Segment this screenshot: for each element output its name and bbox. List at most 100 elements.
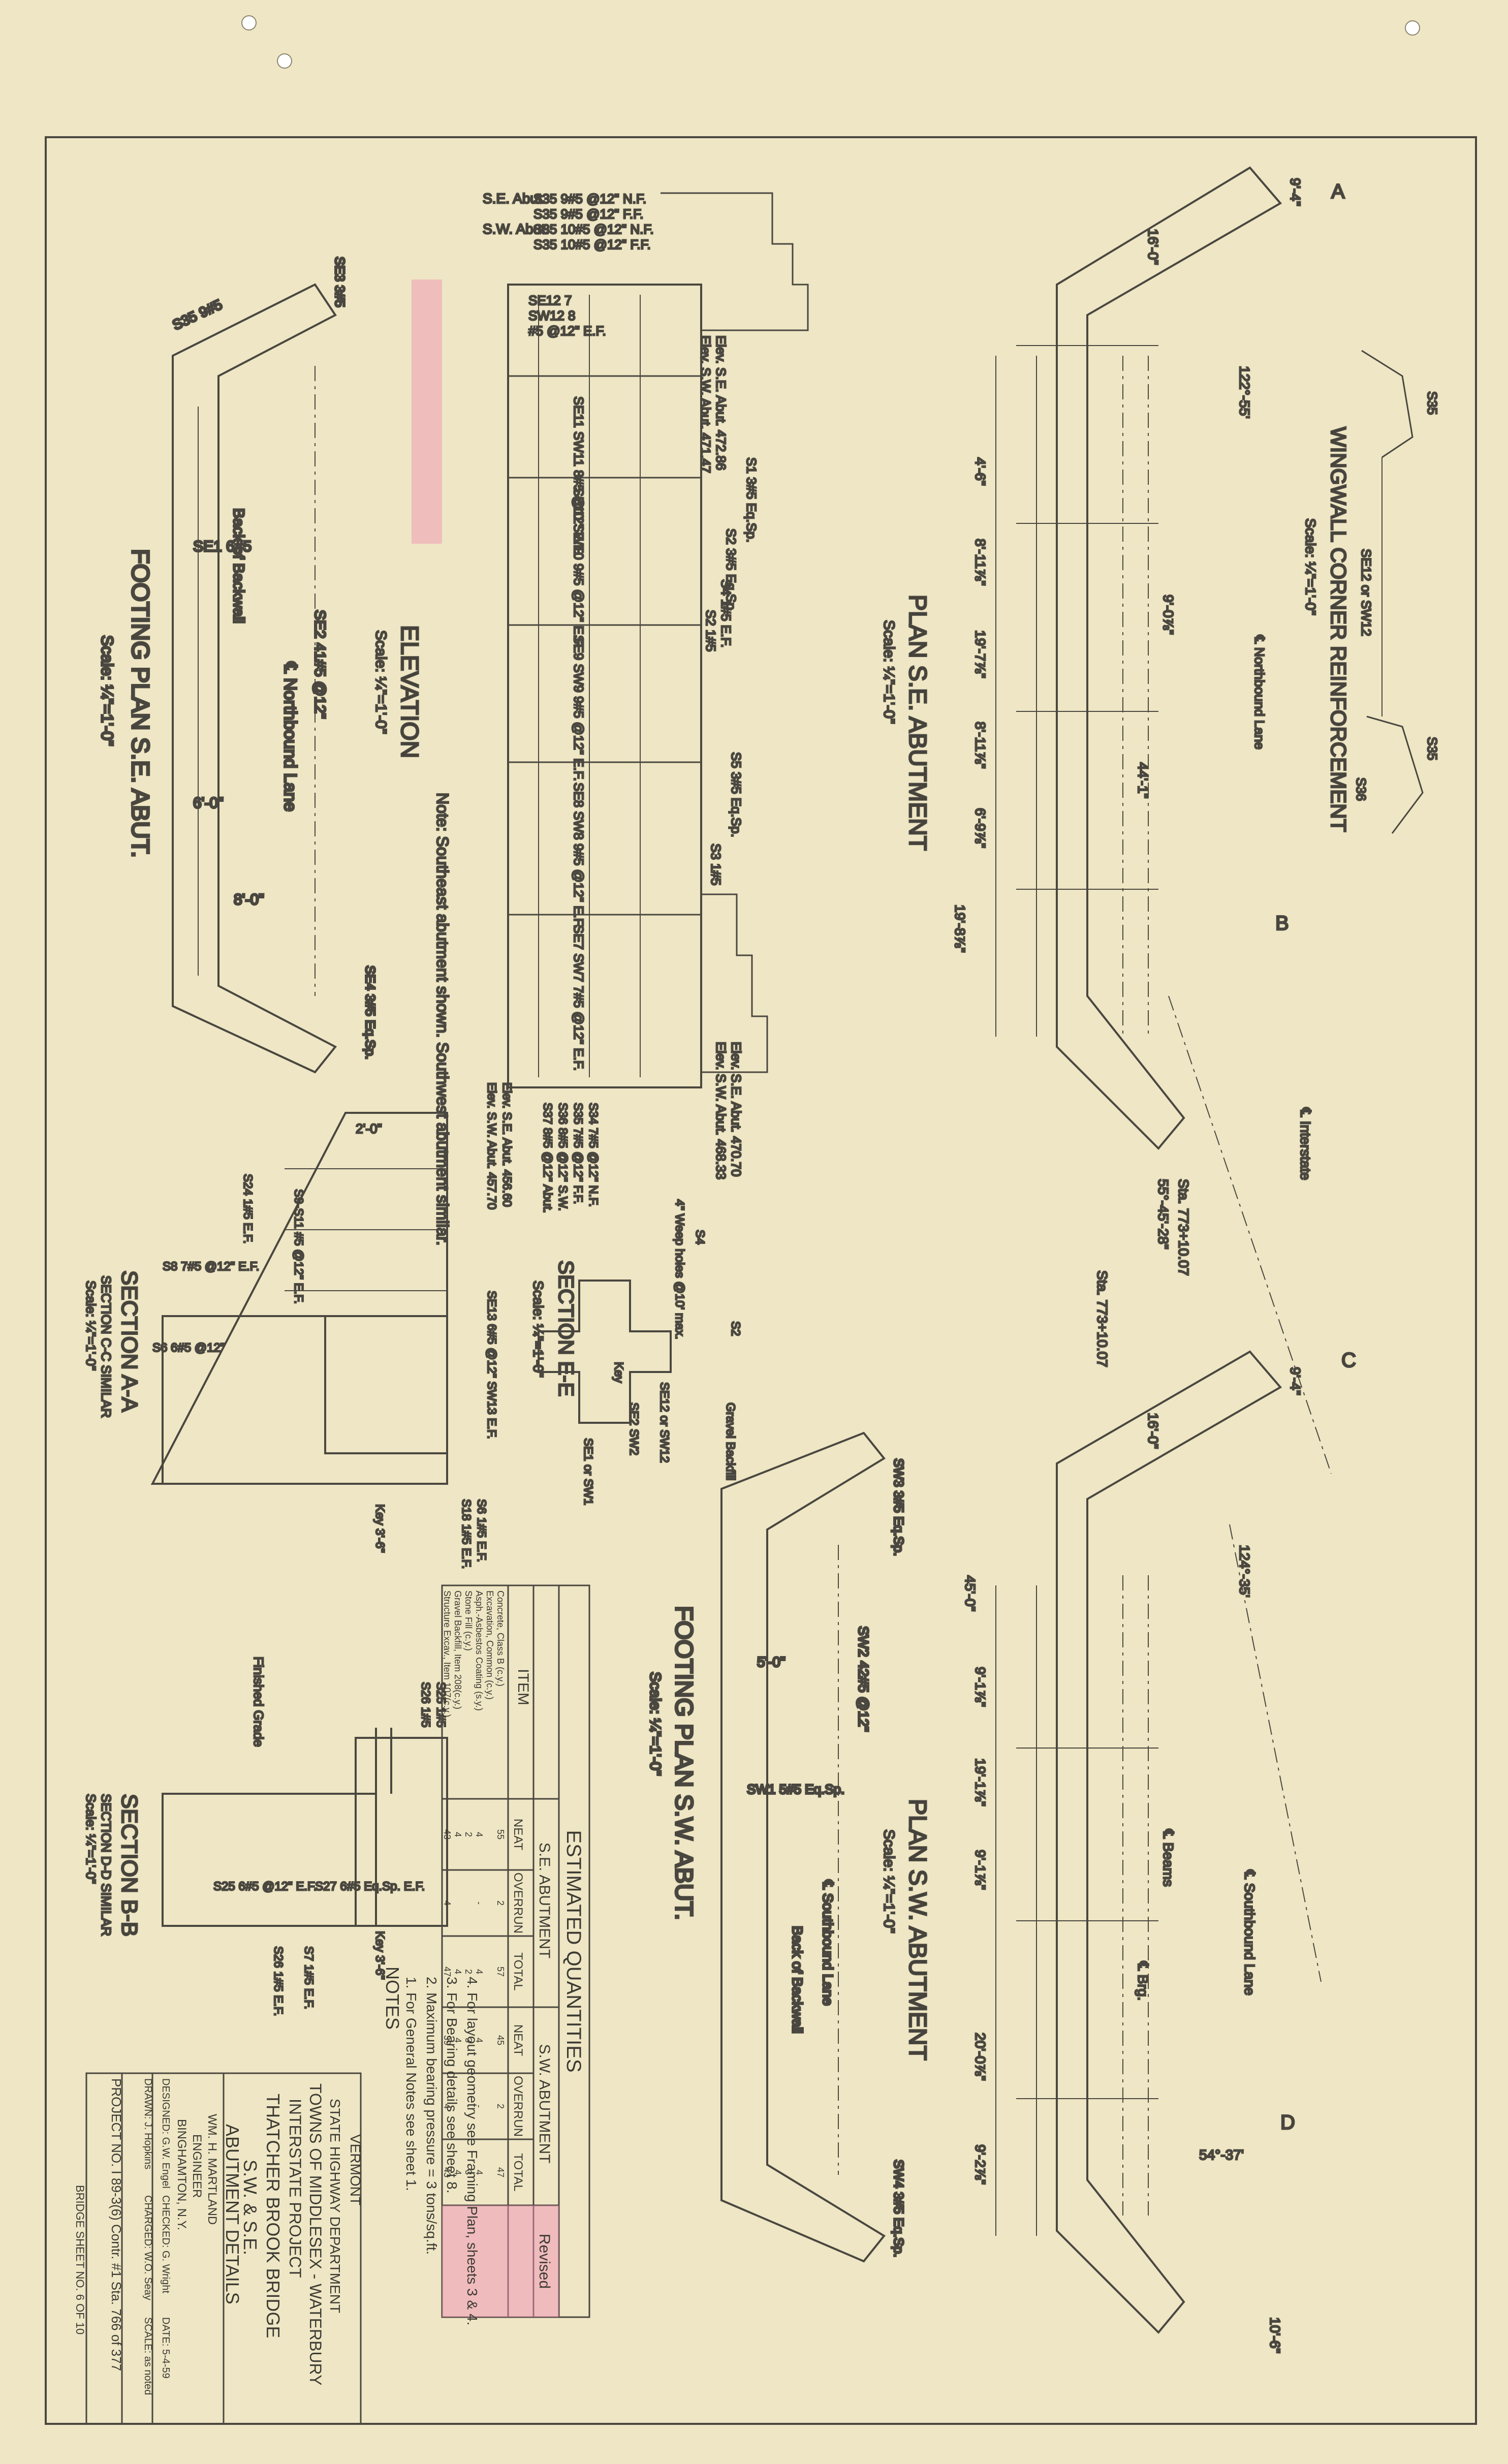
label: SE1 or SW1: [581, 1438, 595, 1505]
table-header: NEAT: [511, 2024, 525, 2056]
label: SE2 SW2: [627, 1402, 641, 1455]
title-department: STATE HIGHWAY DEPARTMENT: [327, 2099, 343, 2313]
label: S26 1#5 E.F.: [271, 1946, 285, 2016]
punch-hole: [1405, 20, 1420, 36]
label: Back of Backwall: [790, 1926, 805, 2034]
revised-label: Revised: [536, 2234, 553, 2289]
view-title: ELEVATION: [396, 625, 423, 758]
dimension: 45'-0": [962, 1575, 978, 1611]
dimension: 8'-11⅞": [972, 722, 988, 769]
title-towns: TOWNS OF MIDDLESEX - WATERBURY: [306, 2083, 325, 2385]
table-header: OVERRUN: [511, 2076, 525, 2137]
dimension: 16'-0": [1145, 1413, 1161, 1449]
section-marker: B: [1275, 912, 1289, 934]
table-row: Structure Excav., Item 107(c.y.)43447394…: [442, 1590, 452, 2177]
label: ℄ Interstate: [1298, 1107, 1313, 1180]
station: Sta. 773+10.07: [1094, 1270, 1110, 1367]
label: S8 7#5 @12" E.F.: [163, 1260, 259, 1273]
dimension: 9'-2⅞": [972, 2144, 988, 2185]
view-scale: Scale: ¼"=1'-0": [1303, 518, 1318, 615]
label: S35 7#5 @12" F.F.: [571, 1103, 585, 1204]
revision-highlight: [412, 279, 442, 544]
label: S37 8#5 @12" Abut.: [541, 1103, 554, 1213]
view-title: FOOTING PLAN S.W. ABUT.: [670, 1606, 697, 1920]
dimension: 10'-6": [1267, 2317, 1283, 2353]
label: S35 9#5 @12" F.F.: [533, 206, 643, 222]
label: S26 1#5: [419, 1682, 432, 1727]
note-item: 1. For General Notes see sheet 1.: [403, 1977, 419, 2191]
view-scale: Scale: ¼"=1'-0": [372, 630, 389, 734]
view-scale: Scale: ¼"=1'-0": [98, 635, 116, 746]
dimension: 9'-4": [1287, 178, 1303, 206]
table-cell-value: 57: [495, 1967, 506, 1977]
engineer-city: BINGHAMTON, N.Y.: [175, 2119, 188, 2230]
view-title: WINGWALL CORNER REINFORCEMENT: [1327, 427, 1350, 832]
label: SW12 8: [528, 308, 576, 323]
label: SE9 SW9 9#5 @12" E.F.: [571, 635, 586, 781]
table-cell-item: Stone Fill (c.y.): [463, 1590, 474, 1651]
table-cell-value: 4: [453, 1832, 463, 1837]
label: S35 10#5 @12" F.F.: [533, 237, 651, 252]
label: S5 3#5 Eq.Sp.: [729, 752, 744, 837]
label: SW3 3#5 Eq.Sp.: [891, 1458, 906, 1556]
elevation-view: S.E. Abut. S.W. Abut. S35 9#5 @12" N.F. …: [372, 190, 809, 1246]
dimension: 6'-9⅞": [972, 808, 988, 848]
station: Sta. 773+10.07: [1176, 1179, 1191, 1276]
label: Finished Grade: [251, 1657, 266, 1747]
footing-plan-sw-view: SW3 3#5 Eq.Sp. SW2 42#5 @12" 5'-0" SW1 5…: [646, 1431, 907, 2263]
label: S24 1#5 E.F.: [241, 1174, 255, 1243]
table-cell-value: 2: [463, 1969, 474, 1974]
table-cell-value: 4: [474, 1969, 484, 1974]
title-project-type: INTERSTATE PROJECT: [286, 2099, 304, 2278]
label: S3 1#5: [708, 844, 724, 885]
section-bb-view: Finished Grade S25 1#5 S26 1#5 S25 6#5 @…: [83, 1656, 449, 2017]
label: SE4 3#5 Eq.Sp.: [363, 965, 378, 1059]
label: S6 1#5 E.F.: [475, 1499, 488, 1562]
table-group: S.W. ABUTMENT: [536, 2044, 553, 2163]
dimension: 16'-0": [1145, 229, 1161, 265]
label: Key: [612, 1362, 625, 1383]
label: S.E. Abut.: [483, 191, 546, 206]
angle: 124°-35': [1237, 1545, 1252, 1598]
table-cell-value: 4: [453, 1969, 463, 1974]
title-drawing-1: S.W. & S.E.: [240, 2160, 261, 2255]
title-bridge: THATCHER BROOK BRIDGE: [263, 2094, 284, 2338]
label: ℄ Northbound Lane: [1252, 635, 1267, 750]
table-cell-value: 55: [495, 1829, 506, 1839]
label: S35 9#5 @12" N.F.: [533, 191, 646, 206]
abutment-elevation: [507, 284, 702, 1088]
label: #5 @12" E.F.: [528, 323, 606, 338]
dimension: 2'-0": [356, 1121, 382, 1136]
label: S.W. Abut.: [483, 221, 549, 237]
label: 44'-1": [1135, 762, 1151, 798]
table-cell-value: 45: [495, 2035, 506, 2045]
section-ee-view: S34 7#5 @12" N.F. S35 7#5 @12" F.F. S36 …: [484, 1082, 743, 1506]
note-item: 3. For Bearing details see sheet 8.: [444, 1977, 460, 2193]
dimension: 20'-0⅞": [972, 2033, 988, 2081]
label: S35 10#5 @12" N.F.: [533, 222, 654, 237]
table-cell-value: 4: [453, 2170, 463, 2175]
label: SE1 6#5: [193, 538, 252, 555]
table-cell-value: -: [474, 2105, 484, 2108]
angle: 122°-55': [1237, 366, 1252, 419]
table-cell-value: 4: [474, 2038, 484, 2043]
angle: 54°-37': [1199, 2147, 1244, 2163]
label: S6 6#5 @12": [152, 1341, 225, 1355]
engineer-name: WM. H. MARTLAND: [205, 2114, 219, 2225]
label: 4" Weep holes @10' max.: [673, 1199, 686, 1339]
charged-by: CHARGED: W.O. Seay: [142, 2195, 153, 2300]
abutment-plan-outline: [1056, 166, 1282, 1150]
table-cell-item: Excavation, Common (c.y.): [485, 1590, 495, 1700]
label: S34 7#5 @12" N.F.: [586, 1103, 600, 1207]
table-title: ESTIMATED QUANTITIES: [562, 1830, 585, 2072]
label: S1 3#5 Eq.Sp.: [744, 457, 759, 543]
dimension: 6'-0": [193, 795, 224, 812]
dimension: Key 3'-6": [373, 1504, 387, 1553]
table-cell-value: 4: [453, 2038, 463, 2043]
dimension: 9'-1⅞": [972, 1667, 988, 1707]
dimension: 9'-4": [1287, 1367, 1303, 1395]
label: S27 6#5 Eq.Sp. E.F.: [315, 1880, 425, 1893]
notes-block: NOTES 1. For General Notes see sheet 1. …: [382, 1967, 480, 2325]
title-drawing-2: ABUTMENT DETAILS: [222, 2124, 243, 2304]
